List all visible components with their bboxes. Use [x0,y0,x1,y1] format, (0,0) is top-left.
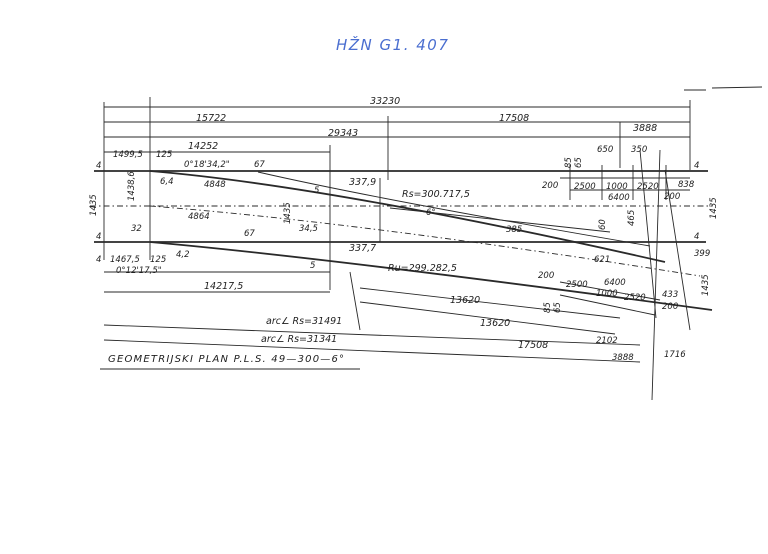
dim-4-tr: 4 [694,161,699,171]
dim-4-ml: 4 [96,232,101,242]
dim-65b: 65 [553,302,563,313]
frog-vertical [651,149,661,401]
drawing-title: HŽN G1. 407 [336,35,449,54]
dim-4864: 4864 [188,212,210,222]
dim-5a: 5 [314,186,319,196]
dim-14217: 14217,5 [204,281,243,292]
dim-67a: 67 [254,160,265,170]
dim-65: 65 [574,157,584,168]
dim-6-4: 6,4 [160,177,174,187]
dim-1499: 1499,5 [113,150,143,160]
dim-1435-right: 1435 [709,197,719,219]
dim-4-tl: 4 [96,161,101,171]
dim-4-mr: 4 [694,232,699,242]
dim-200r2: 200 [664,192,680,202]
dim-350: 350 [631,145,647,155]
dim-6400r: 6400 [608,193,630,203]
dim-85b: 85 [543,302,553,313]
dim-6400b: 6400 [604,278,626,288]
centre-line-branch [149,205,701,277]
dim-13620a: 13620 [450,295,480,306]
dim-3888b: 3888 [612,353,634,363]
dim-200r: 200 [542,181,558,191]
dim-125a: 125 [156,150,172,160]
dim-1000r: 1000 [606,182,628,192]
dim-1000b: 1000 [596,289,618,299]
dim-337-9: 337,9 [349,177,376,188]
arc-31491: arc∠ Rs=31491 [266,316,342,327]
dim-2520: 2520 [637,182,659,192]
dim-1435-bottom: 1435 [701,274,711,296]
curve-guide [257,171,651,247]
dim-200b: 200 [538,271,554,281]
dim-2500r: 2500 [574,182,596,192]
dim-621: 621 [594,255,610,265]
bottom-dimensions [100,207,641,370]
angle-bottom: 0°12'17,5" [116,266,162,276]
dim-4848: 4848 [204,180,226,190]
dim-3888: 3888 [633,123,657,134]
dim-2520b: 2520 [624,293,646,303]
dim-4-2: 4,2 [176,250,190,260]
dim-67b: 67 [244,229,255,239]
dim-200c: 200 [662,302,678,312]
dim-5b: 5 [310,261,315,271]
radius-rs: Rs=300.717,5 [402,189,470,200]
dimension-labels: 33230 15722 17508 29343 3888 14252 1499,… [89,96,719,363]
dim-2102: 2102 [596,336,618,346]
radius-ru: Ru=299.282,5 [388,263,457,274]
dim-85: 85 [564,157,574,168]
dim-838: 838 [678,180,695,190]
dim-1467: 1467,5 [110,255,140,265]
dim-1435-mid: 1435 [283,202,293,224]
dim-17508: 17508 [499,113,529,124]
dim-32: 32 [131,224,142,234]
angle-6deg: 6° [426,208,436,218]
dim-60: 60 [598,219,608,230]
dim-465: 465 [627,210,637,226]
dim-2500b: 2500 [566,280,588,290]
dim-337-7: 337,7 [349,243,376,254]
dim-1438: 1438,6 [127,171,137,201]
drawing-caption: GEOMETRIJSKI PLAN P.L.S. 49—300—6° [108,354,345,365]
diverging-rail-upper [149,170,666,263]
dim-650: 650 [597,145,613,155]
dim-29343: 29343 [328,128,358,139]
dim-13620b: 13620 [480,318,510,329]
dim-15722: 15722 [196,113,226,124]
dim-125b: 125 [150,255,166,265]
dim-385: 385 [506,225,522,235]
dim-14252: 14252 [188,141,218,152]
track-geometry [90,149,713,401]
right-detail [559,165,690,316]
dim-4-bl: 4 [96,255,101,265]
diverging-rail-lower [149,241,713,311]
dim-17508b: 17508 [518,340,548,351]
dim-1716: 1716 [664,350,686,360]
dim-34-5: 34,5 [299,224,318,234]
dim-33230: 33230 [370,96,400,107]
angle-top: 0°18'34,2" [184,160,230,170]
dim-433: 433 [662,290,678,300]
arc-31341: arc∠ Rs=31341 [261,334,337,345]
dim-1435-left: 1435 [89,194,99,216]
frog-diag [664,169,691,331]
dim-399: 399 [694,249,710,259]
stray-mark [711,86,763,89]
top-dimensions [103,97,691,290]
